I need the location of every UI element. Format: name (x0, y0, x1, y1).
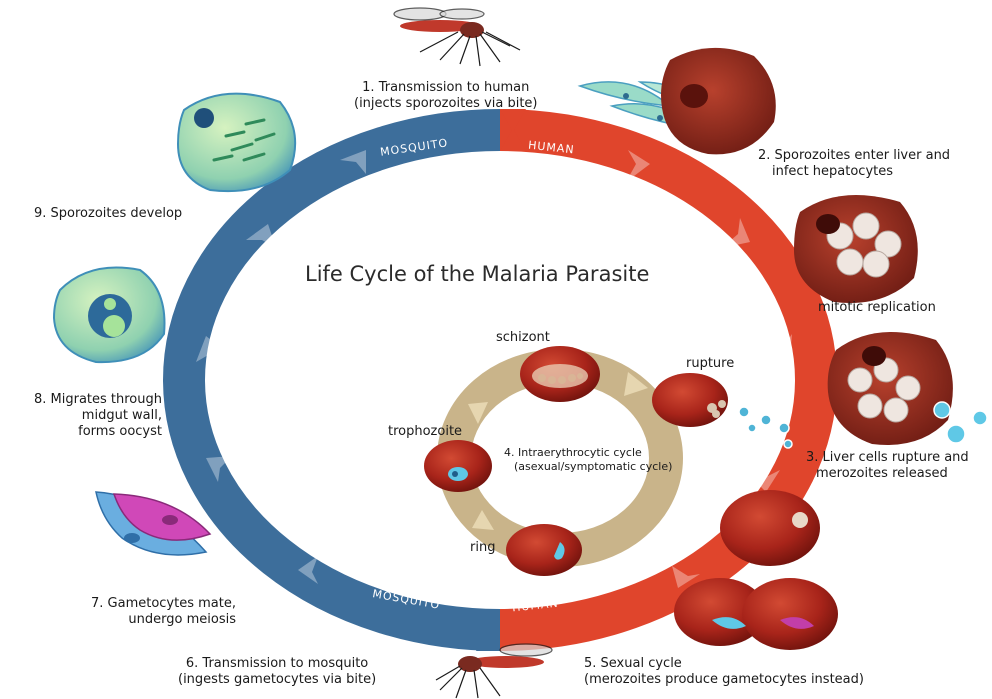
step-7-label: 7. Gametocytes mate,undergo meiosis (58, 596, 236, 628)
ring-stage-label: ring (470, 540, 495, 556)
ring-chevron (766, 334, 792, 360)
gametocytes-mating-image (96, 492, 210, 555)
liver-cell-replicating (794, 195, 918, 303)
mosquito-ring-segment (184, 130, 500, 630)
ring-stage-cell (506, 524, 582, 576)
step-9-label: 9. Sporozoites develop (34, 206, 182, 222)
red-blood-cell-merozoite (720, 490, 820, 566)
step-5-label: 5. Sexual cycle(merozoites produce gamet… (584, 656, 864, 688)
oocyst-image (54, 268, 165, 363)
step-4-label: 4. Intraerythrocytic cycle(asexual/sympt… (504, 446, 672, 474)
schizont-label: schizont (496, 330, 550, 346)
trophozoite-cell (424, 440, 492, 492)
liver-cell-infected (661, 48, 776, 154)
rupture-label: rupture (686, 356, 734, 372)
mosquito-top-image (394, 8, 520, 66)
diagram-title: Life Cycle of the Malaria Parasite (305, 262, 649, 286)
trophozoite-label: trophozoite (388, 424, 462, 440)
sporozoite-oocyst-image (178, 94, 295, 191)
step-6-label: 6. Transmission to mosquito(ingests game… (178, 656, 376, 688)
gametocyte-red-cells (674, 578, 838, 650)
mosquito-bottom-image (436, 644, 552, 698)
liver-cell-rupturing (828, 332, 987, 445)
schizont-cell (520, 346, 600, 402)
step-1-label: 1. Transmission to human(injects sporozo… (354, 80, 538, 112)
mitotic-replication-label: mitotic replication (818, 300, 936, 316)
